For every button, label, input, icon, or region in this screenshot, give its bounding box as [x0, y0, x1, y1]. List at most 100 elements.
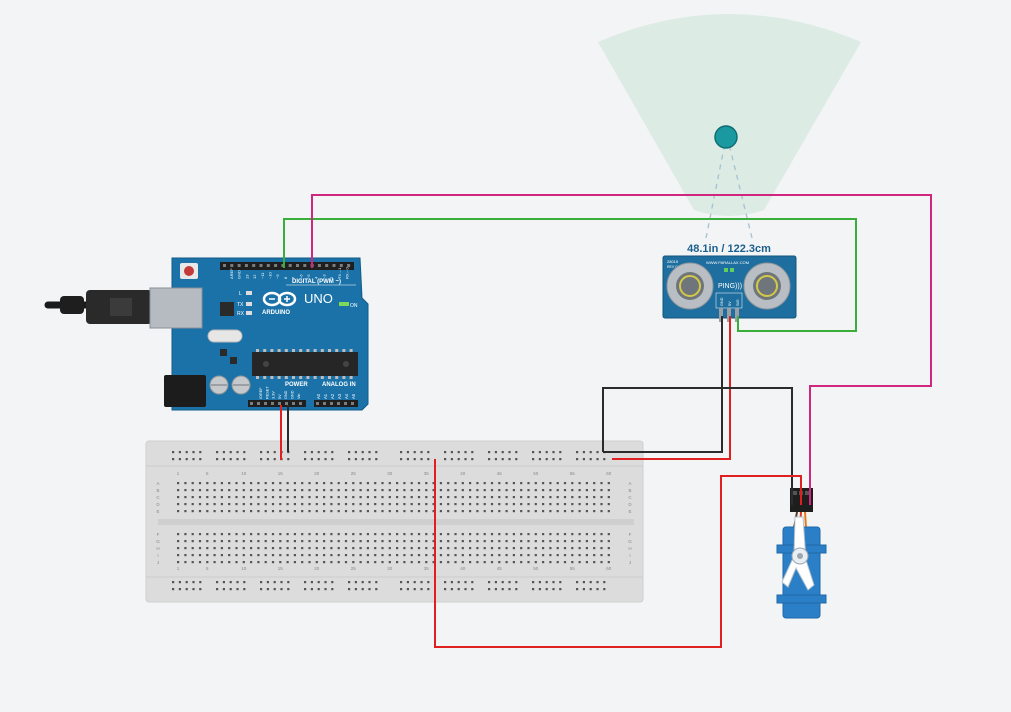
- breadboard-column-label: 1: [177, 566, 180, 571]
- breadboard-row-label: G: [156, 539, 160, 544]
- breadboard-row-label: B: [628, 488, 631, 493]
- digital-pin-label: ~6: [298, 274, 303, 279]
- breadboard-row-label: J: [157, 560, 159, 565]
- usb-chip: [220, 302, 234, 316]
- sensor-pin-sig[interactable]: [735, 308, 739, 322]
- wire-green-signal[interactable]: [283, 218, 857, 332]
- analog-pin-label: A5: [351, 393, 356, 399]
- digital-pin-label: ~11: [260, 272, 265, 279]
- digital-pin-label: TX→1: [337, 267, 342, 279]
- breadboard-row-label: E: [628, 509, 631, 514]
- sensor-distance-readout: 48.1in / 122.3cm: [687, 243, 771, 255]
- breadboard-row-label: H: [156, 546, 159, 551]
- breadboard-row-label: G: [628, 539, 632, 544]
- digital-pin-label: 4: [314, 276, 319, 279]
- breadboard-column-label: 35: [424, 471, 430, 476]
- power-header-label: POWER: [285, 382, 308, 388]
- power-pin-label: 5V: [278, 394, 282, 399]
- wire-black-sensor-gnd[interactable]: [603, 316, 723, 453]
- digital-pin-label: ~10: [268, 271, 273, 279]
- breadboard-column-label: 60: [606, 566, 612, 571]
- breadboard[interactable]: 1155101015152020252530303535404045455050…: [145, 440, 644, 603]
- digital-header: [220, 262, 354, 270]
- analog-header: [314, 400, 358, 407]
- transducer-left: [666, 262, 714, 310]
- sensor-website: WWW.PARALLAX.COM: [706, 260, 749, 265]
- breadboard-column-label: 15: [278, 471, 284, 476]
- digital-pin-label: 7: [291, 276, 296, 279]
- power-pin-label: GND: [291, 390, 295, 399]
- servo-motor[interactable]: [776, 488, 827, 619]
- wire-red-sensor-5v[interactable]: [612, 316, 731, 460]
- arduino-brand: ARDUINO: [262, 310, 290, 316]
- breadboard-column-label: 25: [351, 566, 357, 571]
- breadboard-column-label: 1: [177, 471, 180, 476]
- breadboard-row-label: J: [629, 560, 631, 565]
- led-rx-label: RX: [237, 311, 245, 317]
- ultrasonic-sensor[interactable]: WWW.PARALLAX.COM 28015 REV C PING))) GND…: [662, 255, 797, 322]
- breadboard-column-label: 5: [206, 566, 209, 571]
- sensor-revision: REV C: [667, 265, 678, 269]
- analog-pin-label: A2: [330, 393, 335, 399]
- analog-pin-label: A4: [344, 393, 349, 399]
- sensor-pin-gnd[interactable]: [719, 308, 723, 322]
- breadboard-row-label: I: [629, 553, 630, 558]
- breadboard-column-labels: 1155101015152020252530303535404045455050…: [177, 471, 612, 571]
- analog-pin-label: A3: [337, 393, 342, 399]
- breadboard-holes: [172, 451, 610, 591]
- breadboard-row-label: F: [629, 532, 632, 537]
- led-l-label: L: [239, 291, 242, 297]
- wire-magenta-signal[interactable]: [311, 194, 932, 505]
- breadboard-column-label: 45: [497, 471, 503, 476]
- breadboard-column-label: 55: [570, 566, 576, 571]
- usb-port: [149, 287, 203, 329]
- breadboard-row-label: F: [157, 532, 160, 537]
- breadboard-column-label: 10: [241, 566, 247, 571]
- wire-red-servo-5v[interactable]: [434, 459, 802, 648]
- breadboard-row-label: D: [156, 502, 160, 507]
- breadboard-row-label: D: [628, 502, 632, 507]
- digital-pin-label: ~9: [275, 274, 280, 279]
- power-pin-label: 3.3V: [272, 391, 276, 399]
- digital-pin-label: ~3: [321, 274, 326, 279]
- wire-black-servo-gnd[interactable]: [602, 387, 793, 505]
- sensor-brand: PING))): [718, 283, 742, 290]
- sensor-pin-5v[interactable]: [727, 308, 731, 322]
- digital-pin-label: RX←0: [345, 266, 350, 279]
- breadboard-column-label: 30: [387, 566, 393, 571]
- digital-pin-label: ~5: [306, 274, 311, 279]
- breadboard-column-label: 45: [497, 566, 503, 571]
- detected-object-target[interactable]: [714, 125, 738, 149]
- led-on: [339, 302, 349, 306]
- breadboard-row-label: B: [156, 488, 159, 493]
- crystal: [207, 329, 243, 343]
- breadboard-column-label: 35: [424, 566, 430, 571]
- breadboard-column-label: 40: [460, 566, 466, 571]
- analog-header-label: ANALOG IN: [322, 382, 356, 388]
- digital-pin-label: 8: [283, 276, 288, 279]
- sensor-pin-label: SIG: [736, 299, 740, 306]
- breadboard-column-label: 30: [387, 471, 393, 476]
- analog-pin-label: A1: [323, 393, 328, 399]
- breadboard-row-label: A: [156, 481, 159, 486]
- power-pin-label: Vin: [297, 394, 301, 399]
- led-tx-label: TX: [237, 302, 244, 308]
- power-pin-label: GND: [284, 390, 288, 399]
- breadboard-row-label: C: [156, 495, 160, 500]
- sensor-pin-label: GND: [720, 297, 724, 306]
- breadboard-row-label: H: [628, 546, 631, 551]
- breadboard-column-label: 50: [533, 566, 539, 571]
- breadboard-row-label: I: [157, 553, 158, 558]
- breadboard-column-label: 20: [314, 566, 320, 571]
- analog-pin-label: A0: [316, 393, 321, 399]
- digital-pin-label: GND: [237, 270, 242, 279]
- digital-pin-label: 2: [329, 276, 334, 279]
- wires: [280, 194, 932, 648]
- led-on-label: ON: [350, 303, 358, 309]
- digital-pin-label: 12: [252, 274, 257, 279]
- atmega-chip: [252, 352, 358, 376]
- breadboard-column-label: 5: [206, 471, 209, 476]
